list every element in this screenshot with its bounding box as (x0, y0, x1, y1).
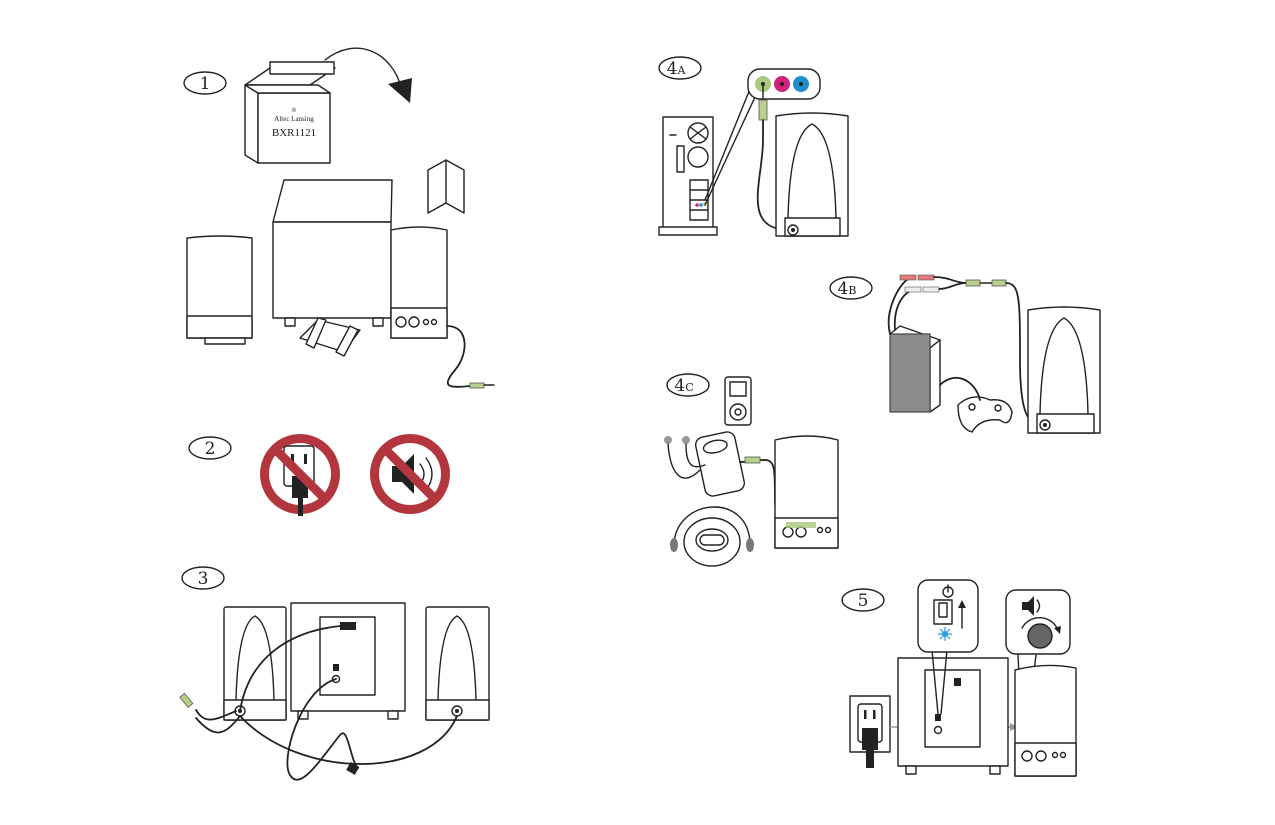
gamepad-icon (957, 396, 1013, 433)
svg-text:4C: 4C (674, 376, 693, 396)
step-2-badge: 2 (188, 436, 232, 460)
svg-text:♔: ♔ (291, 107, 296, 114)
left-speaker-back (223, 606, 287, 721)
cd-player-icon (670, 506, 754, 567)
step-4a-badge: 4A (658, 56, 702, 80)
power-led (938, 627, 952, 641)
earbuds-icon (664, 436, 706, 479)
portable-player (694, 431, 746, 497)
right-speaker (390, 226, 448, 339)
speaker-front-4c (774, 435, 839, 549)
step-5-badge: 5 (841, 588, 885, 612)
speaker-back-4a (775, 112, 849, 237)
power-icon (942, 584, 954, 598)
left-speaker (186, 235, 253, 345)
step-4c-suffix: C (685, 381, 693, 394)
step-4a: 4A (658, 56, 849, 237)
volume-knob (1021, 616, 1061, 649)
step-3-badge: 3 (181, 566, 225, 590)
step-3: 3 (179, 566, 490, 781)
step-4b: 4B (829, 274, 1101, 434)
step-1-number: 1 (200, 74, 211, 94)
svg-text:4A: 4A (667, 59, 687, 79)
step-4c-number: 4 (674, 376, 685, 396)
subwoofer-back (290, 602, 406, 720)
step-1-badge: 1 (183, 71, 227, 95)
step-4a-number: 4 (667, 59, 678, 79)
outlet-icon (260, 434, 340, 516)
step-4c-badge: 4C (666, 373, 710, 397)
subwoofer (272, 179, 393, 327)
step-2-number: 2 (205, 439, 216, 459)
volume-icon (1022, 596, 1041, 616)
step-4a-suffix: A (676, 64, 686, 77)
step-5-number: 5 (858, 591, 869, 611)
step-2: 2 (188, 434, 450, 516)
step-4c: 4C (664, 373, 839, 567)
mp3-player-icon (724, 376, 752, 426)
step-4b-badge: 4B (829, 276, 873, 300)
step-1: 1 ♔ Altec Lansing BXR1121 (183, 47, 495, 389)
box-icon: ♔ Altec Lansing BXR1121 (244, 61, 336, 164)
right-speaker-5 (1014, 664, 1077, 777)
manual-icon (427, 159, 465, 214)
svg-text:4B: 4B (838, 279, 857, 299)
step-5: 5 (841, 579, 1077, 777)
outlet-icon (849, 695, 891, 768)
game-console-icon (889, 325, 941, 413)
right-speaker-back (425, 606, 490, 721)
stand (299, 317, 361, 357)
step-4b-number: 4 (838, 279, 849, 299)
step-4b-suffix: B (848, 284, 856, 297)
step-3-number: 3 (198, 569, 209, 589)
speaker-mute-icon (370, 434, 450, 514)
computer-tower-icon (658, 116, 718, 236)
subwoofer-back-5 (897, 657, 1009, 775)
box-brand: Altec Lansing (274, 115, 314, 123)
speaker-back-4b (1027, 306, 1101, 434)
box-model: BXR1121 (272, 127, 316, 139)
